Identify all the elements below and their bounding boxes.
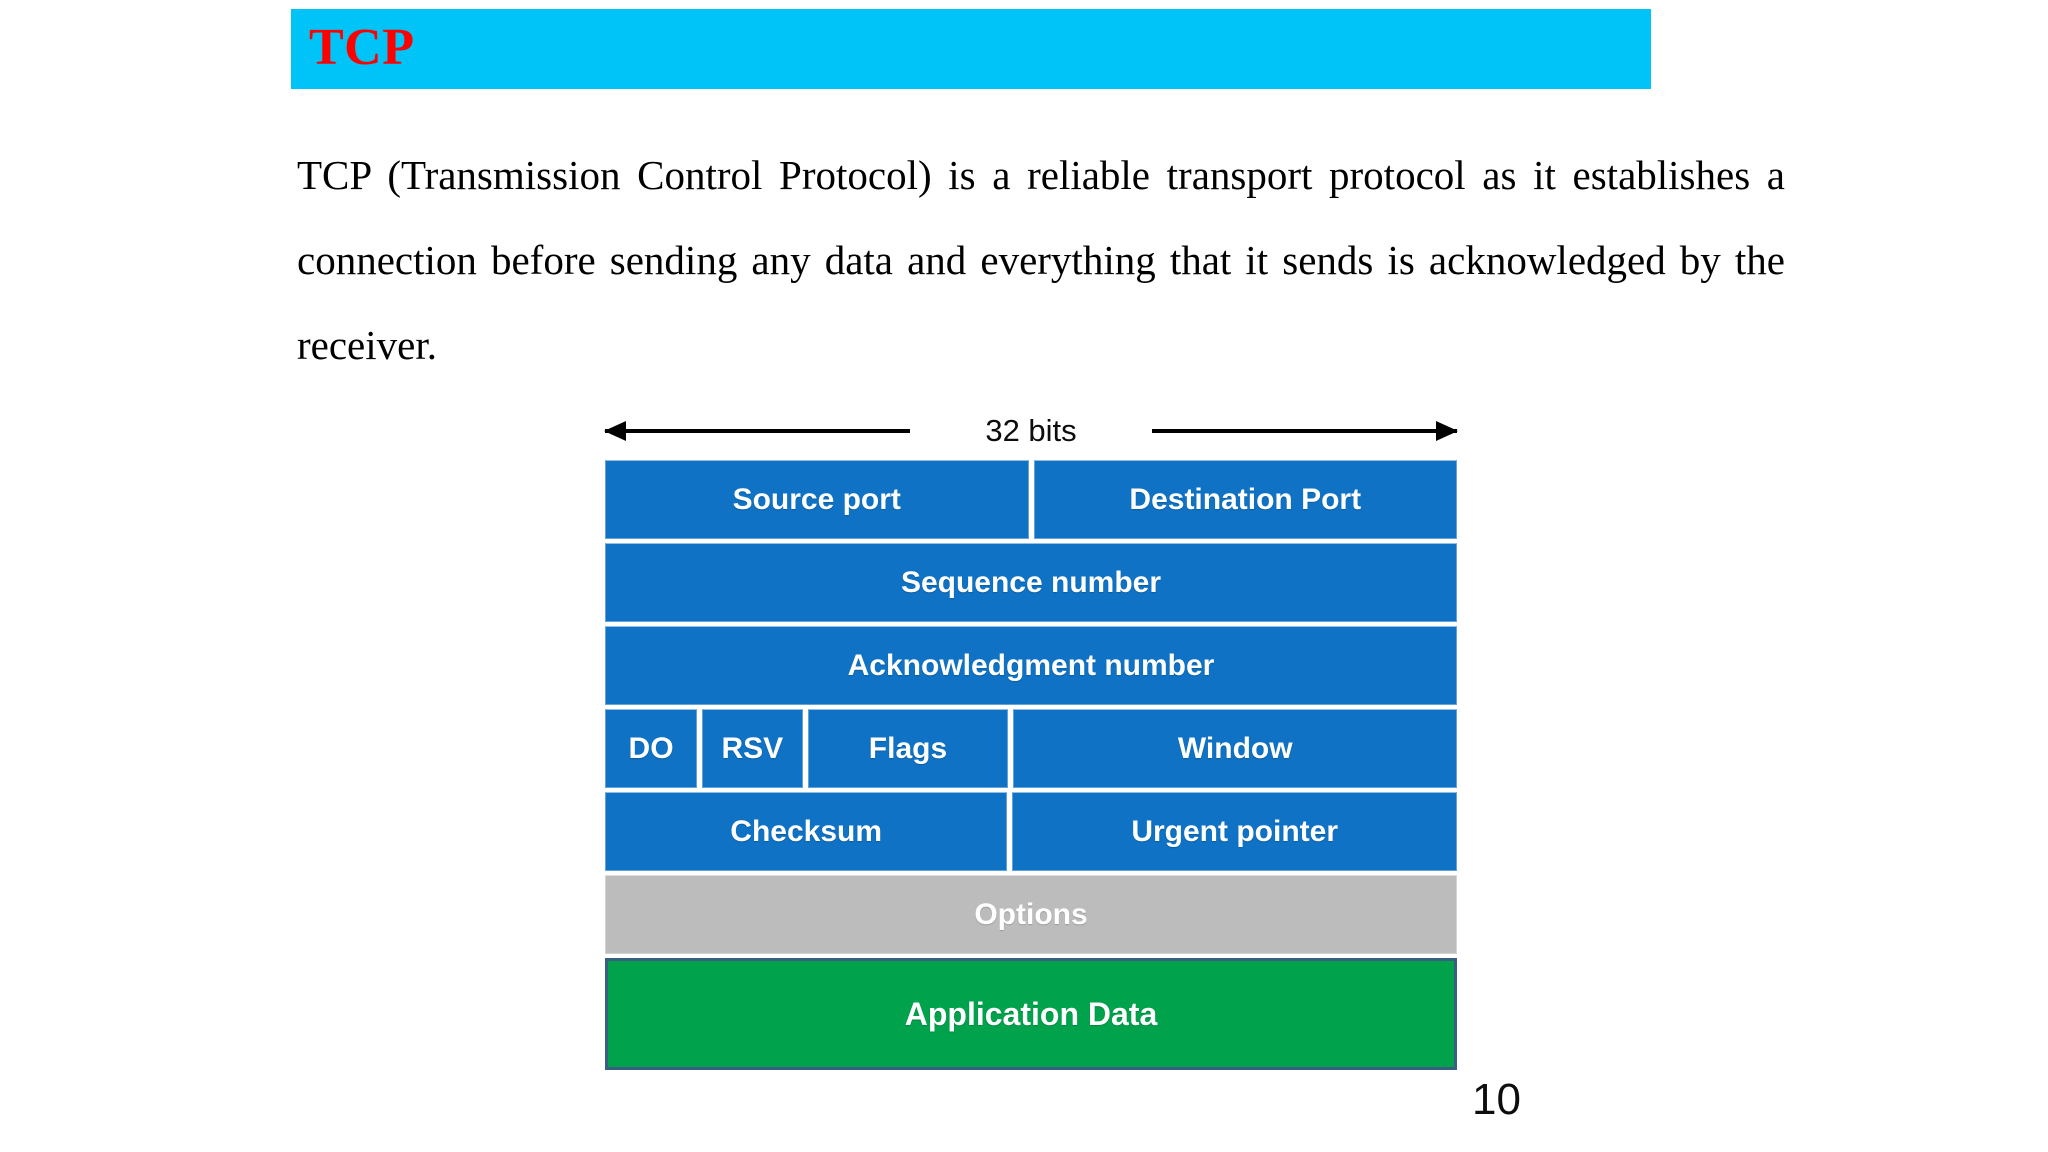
header-row-ports: Source port Destination Port (605, 460, 1457, 539)
header-row-options: Options (605, 875, 1457, 954)
field-window: Window (1013, 709, 1457, 788)
header-row-offset-flags-window: DO RSV Flags Window (605, 709, 1457, 788)
bit-width-label: 32 bits (985, 413, 1077, 448)
arrow-line-right (1152, 429, 1457, 433)
field-destination-port: Destination Port (1033, 460, 1457, 539)
page-number: 10 (1472, 1075, 1521, 1124)
tcp-header-diagram: Source port Destination Port Sequence nu… (605, 460, 1457, 1070)
right-arrow-icon (1152, 421, 1458, 441)
header-row-sequence: Sequence number (605, 543, 1457, 622)
field-sequence-number: Sequence number (605, 543, 1457, 622)
arrow-line-left (605, 429, 910, 433)
field-flags: Flags (807, 709, 1009, 788)
field-options: Options (605, 875, 1457, 954)
left-arrow-icon (604, 421, 910, 441)
field-data-offset: DO (605, 709, 698, 788)
page-title: TCP (309, 18, 415, 76)
bit-width-annotation: 32 bits (604, 404, 1458, 458)
arrow-head-left-icon (604, 421, 626, 441)
field-source-port: Source port (605, 460, 1029, 539)
header-row-checksum-urgent: Checksum Urgent pointer (605, 792, 1457, 871)
field-application-data: Application Data (605, 958, 1457, 1070)
header-row-application-data: Application Data (605, 958, 1457, 1070)
field-reserved: RSV (702, 709, 803, 788)
arrow-head-right-icon (1436, 421, 1458, 441)
body-paragraph: TCP (Transmission Control Protocol) is a… (297, 152, 1785, 368)
slide-title-banner: TCP (291, 9, 1651, 89)
field-urgent-pointer: Urgent pointer (1012, 792, 1457, 871)
header-row-acknowledgment: Acknowledgment number (605, 626, 1457, 705)
field-checksum: Checksum (605, 792, 1008, 871)
field-acknowledgment-number: Acknowledgment number (605, 626, 1457, 705)
